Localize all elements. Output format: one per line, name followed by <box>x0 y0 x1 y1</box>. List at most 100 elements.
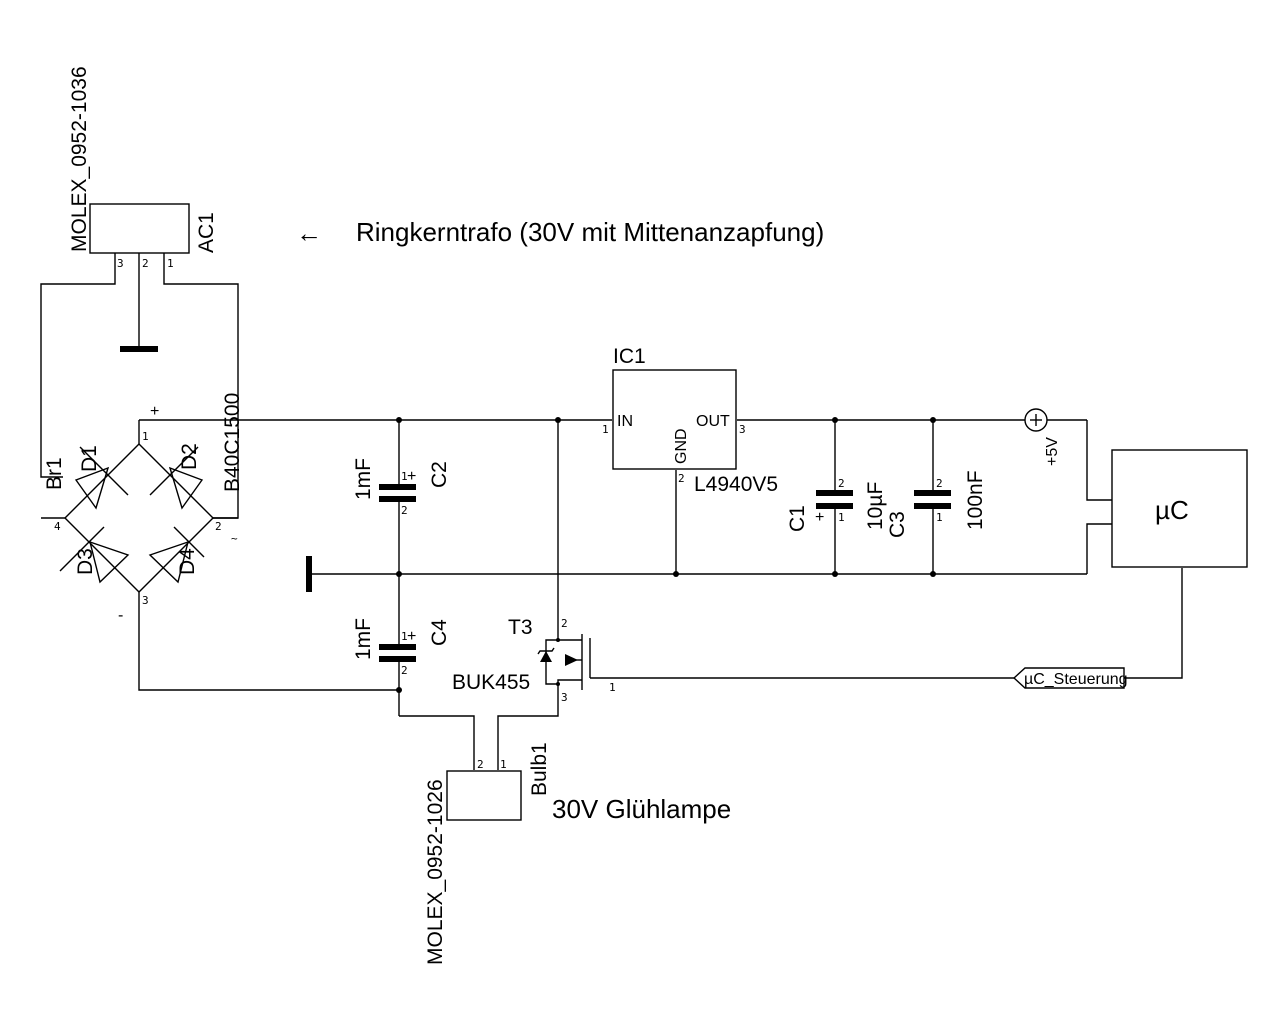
regulator-ref: IC1 <box>613 345 646 368</box>
arrow-left-icon: ← <box>296 218 322 248</box>
capacitor-plate <box>816 490 853 496</box>
microcontroller-label: µC <box>1155 495 1189 525</box>
capacitor-plate <box>914 490 951 496</box>
regulator-gnd-label: GND <box>673 428 690 464</box>
mosfet-part: BUK455 <box>452 671 530 694</box>
bridge-pin4: 4 <box>54 520 61 533</box>
bridge-edge-left-top <box>64 443 140 519</box>
bridge-pin1: 1 <box>142 430 149 443</box>
bridge-ref: Br1 <box>43 457 66 490</box>
microcontroller-body <box>1111 449 1248 568</box>
diode-d4-label: D4 <box>176 548 199 575</box>
wire-rail-minus <box>138 592 399 691</box>
junction-dot <box>555 417 561 423</box>
capacitor-plate <box>379 484 416 490</box>
net-label-steuerung[interactable]: µC_Steuerung <box>1012 667 1128 689</box>
net-label-text: µC_Steuerung <box>1024 671 1128 688</box>
capacitor-c4-pin2: 2 <box>401 664 408 677</box>
regulator-part: L4940V5 <box>694 473 778 496</box>
microcontroller[interactable]: µC <box>1111 449 1248 568</box>
bulb-note: 30V Glühlampe <box>552 794 731 824</box>
junction-dot <box>930 571 936 577</box>
capacitor-c1-ref: C1 <box>786 505 809 532</box>
connector-ac1-pin1: 1 <box>167 257 174 270</box>
wire-ac-pin3 <box>40 253 116 478</box>
mosfet-t3[interactable]: T3 BUK455 2 3 1 <box>452 616 616 704</box>
body-diode-icon <box>540 651 552 662</box>
capacitor-plate <box>379 656 416 662</box>
bridge-ac-mark: ~ <box>231 532 238 545</box>
bridge-pin2: 2 <box>215 520 222 533</box>
junction-dot <box>832 571 838 577</box>
capacitor-c4[interactable]: 1mF C4 1 + 2 <box>352 618 451 677</box>
capacitor-c1[interactable]: C1 + 2 1 10µF <box>786 477 887 532</box>
bridge-plus: + <box>150 403 159 420</box>
diode-d2-icon <box>149 446 204 510</box>
junction-dot <box>673 571 679 577</box>
connector-ac1-body <box>89 203 190 254</box>
bridge-rectifier[interactable]: D1 D2 D3 D4 Br1 B40C1500 1 2 3 4 + - ~ <box>41 393 244 624</box>
mosfet-pin-drain: 2 <box>561 617 568 630</box>
wire-bulb-pin2 <box>399 715 475 770</box>
regulator-out-label: OUT <box>696 413 730 430</box>
transformer-note: Ringkerntrafo (30V mit Mittenanzapfung) <box>356 217 824 247</box>
diode-d4-icon <box>148 526 205 584</box>
capacitor-c2-polarity: + <box>407 468 416 485</box>
junction-dot <box>396 571 402 577</box>
capacitor-plate <box>914 503 951 509</box>
capacitor-c2-pin1: 1 <box>401 470 408 483</box>
connector-bulb1-pin2: 2 <box>477 758 484 771</box>
capacitor-c1-value: 10µF <box>864 482 887 530</box>
capacitor-c4-pin1: 1 <box>401 630 408 643</box>
connector-bulb1-pin1: 1 <box>500 758 507 771</box>
regulator-pin-out: 3 <box>739 423 746 436</box>
bridge-part: B40C1500 <box>221 393 244 492</box>
capacitor-plate <box>379 496 416 502</box>
junction-dot <box>396 417 402 423</box>
capacitor-c4-ref: C4 <box>428 619 451 646</box>
diode-d2-label: D2 <box>178 443 201 470</box>
regulator-pin-in: 1 <box>602 423 609 436</box>
capacitor-c3-pin2: 2 <box>936 477 943 490</box>
capacitor-c1-pin1: 1 <box>838 511 845 524</box>
capacitor-c3-ref: C3 <box>886 511 909 538</box>
mosfet-arrow-icon <box>565 654 578 666</box>
capacitor-c4-value: 1mF <box>352 618 375 660</box>
wire-mcu-vcc <box>1086 420 1112 501</box>
capacitor-c3[interactable]: C3 2 1 100nF <box>886 470 987 538</box>
junction-dot <box>396 687 402 693</box>
ground-symbol-main <box>306 556 312 592</box>
mosfet-pin-source: 3 <box>561 691 568 704</box>
connector-bulb1-part: MOLEX_0952-1026 <box>424 779 447 965</box>
supply-5v: +5V <box>1024 408 1061 466</box>
connector-bulb1[interactable]: MOLEX_0952-1026 Bulb1 2 1 <box>424 742 551 965</box>
wire-mcu-gnd <box>1086 523 1112 574</box>
connector-ac1-pin3: 3 <box>117 257 124 270</box>
capacitor-c3-pin1: 1 <box>936 511 943 524</box>
supply-label: +5V <box>1044 437 1061 466</box>
wire-source-bulb <box>497 684 559 770</box>
bridge-pin3: 3 <box>142 594 149 607</box>
capacitor-c2[interactable]: 1mF C2 1 + 2 <box>352 458 451 517</box>
bridge-minus: - <box>118 607 123 624</box>
diode-d3-icon <box>59 526 130 584</box>
connector-ac1-pin2: 2 <box>142 257 149 270</box>
annotation-transformer: ← Ringkerntrafo (30V mit Mittenanzapfung… <box>296 217 824 248</box>
bridge-edge-left-bottom <box>64 517 140 593</box>
connector-ac1-part: MOLEX_0952-1036 <box>68 66 91 252</box>
connector-ac1-ref: AC1 <box>195 212 218 253</box>
junction-dot <box>832 417 838 423</box>
capacitor-c2-ref: C2 <box>428 461 451 488</box>
capacitor-plate <box>816 503 853 509</box>
capacitor-c1-pin2: 2 <box>838 477 845 490</box>
capacitor-c4-polarity: + <box>407 628 416 645</box>
connector-ac1[interactable]: MOLEX_0952-1036 AC1 3 2 1 <box>68 66 218 270</box>
capacitor-c2-value: 1mF <box>352 458 375 500</box>
bridge-edge-right-bottom <box>138 517 214 593</box>
regulator-body <box>612 369 737 470</box>
wire-mcu-control <box>1124 568 1183 679</box>
mosfet-ref: T3 <box>508 616 533 639</box>
capacitor-c1-polarity: + <box>815 509 824 526</box>
regulator-ic1[interactable]: IC1 IN OUT GND 1 2 3 L4940V5 <box>602 345 778 496</box>
capacitor-c3-value: 100nF <box>964 470 987 530</box>
